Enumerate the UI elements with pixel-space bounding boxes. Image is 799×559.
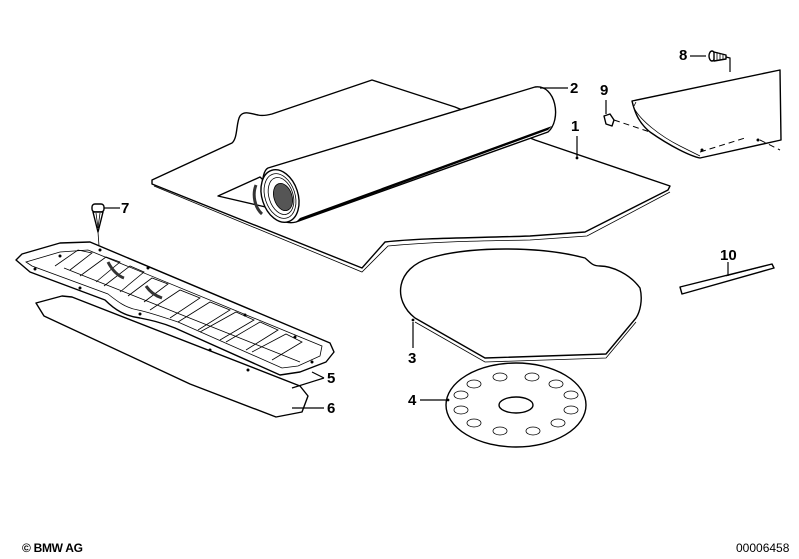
callout-10: 10: [720, 247, 737, 264]
callout-5: 5: [327, 370, 336, 387]
callout-1: 1: [571, 118, 580, 135]
ribbed-tray-part-5[interactable]: [15, 241, 335, 376]
perforated-disc-part-4[interactable]: [445, 362, 587, 448]
rolled-mat-part-2[interactable]: [217, 86, 557, 227]
document-number: 00006458: [736, 541, 790, 555]
screw-part-8[interactable]: [708, 50, 731, 72]
copyright-text: © BMW AG: [22, 541, 83, 555]
callout-9: 9: [600, 82, 609, 99]
round-mat-part-3[interactable]: [399, 248, 642, 363]
trim-strip-part-10[interactable]: [679, 262, 775, 295]
callout-8: 8: [679, 47, 688, 64]
callout-7: 7: [121, 200, 130, 217]
callout-4: 4: [408, 392, 417, 409]
push-rivet-part-7[interactable]: [91, 203, 105, 247]
flat-panel-part-6[interactable]: [35, 295, 309, 418]
callout-3: 3: [408, 350, 417, 367]
callout-6: 6: [327, 400, 336, 417]
clip-part-9[interactable]: [603, 100, 615, 127]
callout-2: 2: [570, 80, 579, 97]
leader-lines: [104, 55, 706, 409]
trim-panel[interactable]: [613, 69, 782, 159]
